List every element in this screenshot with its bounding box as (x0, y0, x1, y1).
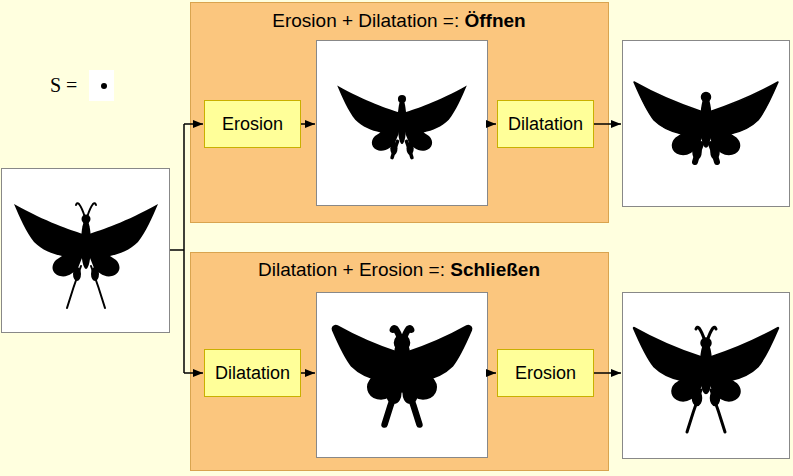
operation-label: Dilatation (508, 114, 583, 135)
panel-ground (191, 3, 609, 223)
operation-box: Erosion (204, 100, 301, 148)
butterfly-opened (634, 82, 778, 162)
butterfly-original (14, 203, 158, 308)
flow-arrow (594, 123, 621, 125)
operation-panel: Erosion Dilatation Erosion + Dilatation =:… (190, 2, 608, 222)
operation-box: Erosion (497, 349, 594, 397)
image-frame (623, 293, 790, 459)
structuring-element (89, 70, 114, 101)
image-frame (317, 41, 488, 206)
operation-label: Erosion (515, 363, 576, 384)
butterfly-dilated (336, 328, 468, 424)
image-frame (317, 293, 488, 458)
operation-box: Dilatation (204, 349, 301, 397)
flow-arrow (487, 123, 496, 125)
operation-box: Dilatation (497, 100, 594, 148)
image-frame (623, 41, 790, 207)
flow-arrow (301, 123, 315, 125)
flow-arrow (487, 372, 496, 374)
flow-arrows (170, 124, 621, 373)
flow-line (170, 249, 184, 251)
butterfly-closed (634, 327, 778, 432)
panel-ground (191, 253, 609, 471)
image-frame (2, 169, 170, 333)
structuring-element-label: S = (50, 74, 77, 97)
butterfly-eroded (337, 86, 467, 158)
flow-arrow (594, 372, 621, 374)
operation-panel: Dilatation Erosion Dilatation + Erosion =:… (190, 252, 608, 470)
flow-arrow (184, 372, 203, 374)
panel-title: Dilatation + Erosion =: Schließen (190, 259, 608, 281)
structuring-element-dot (101, 83, 107, 89)
flow-line (183, 124, 185, 373)
operation-label: Erosion (222, 114, 283, 135)
operation-label: Dilatation (215, 363, 290, 384)
flow-arrow (301, 372, 315, 374)
flow-arrow (184, 123, 203, 125)
panel-title: Erosion + Dilatation =: Öffnen (190, 10, 608, 32)
